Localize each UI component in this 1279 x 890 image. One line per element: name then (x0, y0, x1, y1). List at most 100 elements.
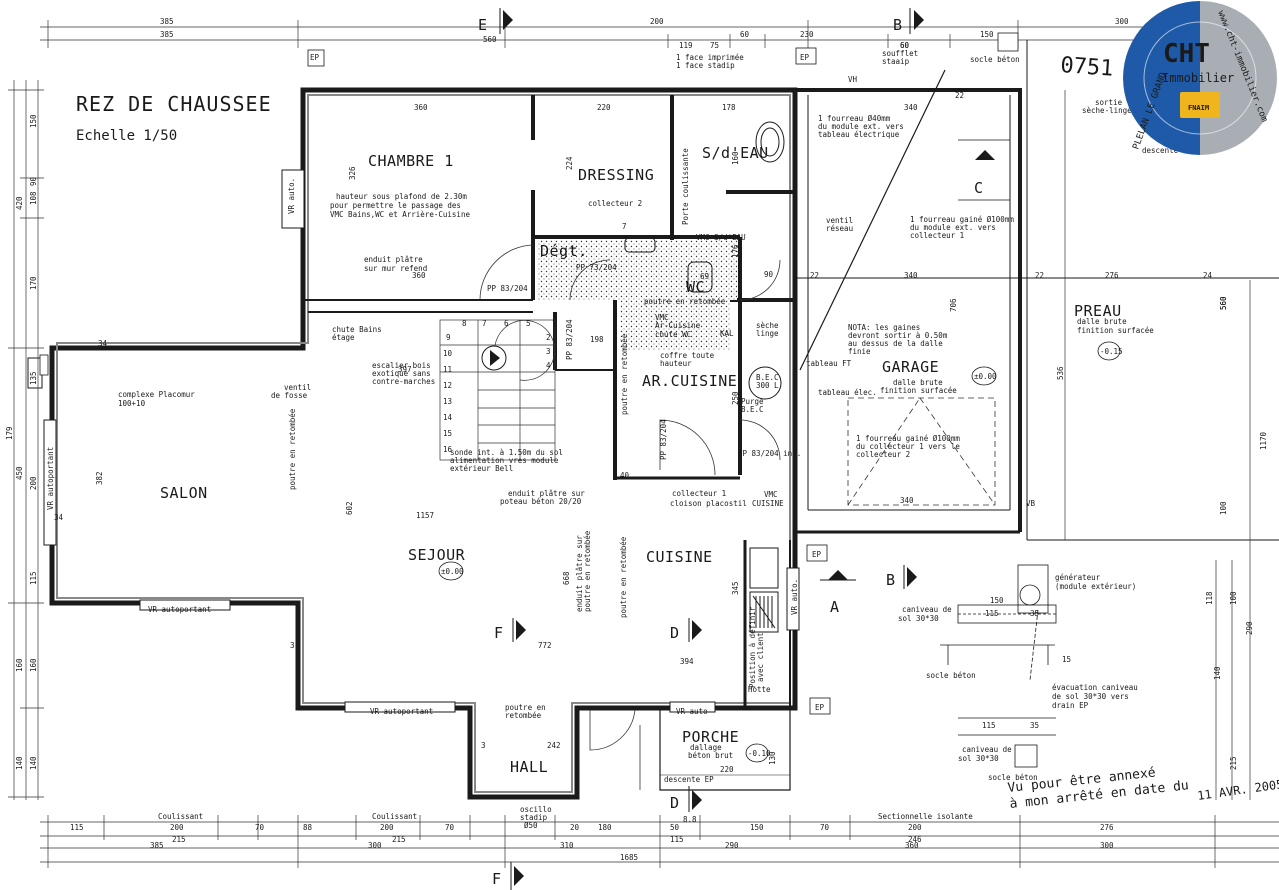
svg-text:3: 3 (546, 347, 551, 356)
dim-top-e: 560 (483, 35, 497, 44)
svg-text:1 face imprimée: 1 face imprimée (676, 53, 744, 62)
svg-text:stadip: stadip (520, 813, 548, 822)
svg-text:35: 35 (1030, 721, 1039, 730)
svg-text:±0.00: ±0.00 (441, 567, 464, 576)
svg-text:11: 11 (443, 365, 452, 374)
svg-text:PP 83/204: PP 83/204 (659, 419, 668, 460)
room-sejour: SEJOUR (408, 546, 466, 564)
dim-bottom-q: 290 (725, 841, 739, 850)
svg-text:ventil: ventil (284, 383, 311, 392)
dim-bottom-w: 8.8 (683, 815, 697, 824)
dim-bottom-o: 300 (368, 841, 382, 850)
svg-text:générateur: générateur (1055, 573, 1101, 582)
svg-text:hauteur sous plafond de 2.30m: hauteur sous plafond de 2.30m (336, 192, 467, 201)
svg-text:sol 30*30: sol 30*30 (898, 614, 939, 623)
svg-text:150: 150 (29, 114, 38, 128)
dim-bottom-k: 276 (1100, 823, 1114, 832)
svg-text:B.E.C: B.E.C (756, 373, 779, 382)
svg-text:EP: EP (310, 53, 320, 62)
svg-text:69: 69 (700, 272, 709, 281)
level-markers: ±0.00 ±0.00 -0.15 -0.10 (438, 341, 1123, 763)
svg-text:560: 560 (1219, 296, 1228, 310)
left-dimensions: 150 108 90 170 420 135 450 200 115 160 1… (5, 114, 38, 770)
section-mark-c: C (958, 139, 1011, 201)
dim-bottom-d: 88 (303, 823, 313, 832)
svg-text:EP: EP (812, 550, 822, 559)
bottom-dimension-lines (40, 815, 1279, 868)
svg-text:300 L: 300 L (756, 381, 779, 390)
svg-text:PP 73/204: PP 73/204 (576, 263, 617, 272)
svg-text:13: 13 (443, 397, 452, 406)
svg-text:115: 115 (982, 721, 996, 730)
svg-text:1 fourreau gainé Ø100mm: 1 fourreau gainé Ø100mm (910, 215, 1014, 224)
svg-text:collecteur 1: collecteur 1 (910, 231, 964, 240)
svg-text:360: 360 (414, 103, 428, 112)
room-arcuisine: AR.CUISINE (642, 372, 737, 390)
svg-text:évacuation caniveau: évacuation caniveau (1052, 683, 1138, 692)
svg-text:14: 14 (443, 413, 453, 422)
svg-text:alimentation vres module: alimentation vres module (450, 456, 559, 465)
dim-top-d: 385 (160, 30, 174, 39)
room-salon: SALON (160, 484, 208, 502)
svg-text:34: 34 (98, 339, 108, 348)
svg-text:397: 397 (398, 365, 412, 374)
svg-text:VMC: VMC (655, 313, 669, 322)
svg-text:4: 4 (546, 361, 551, 370)
external-equipment (940, 564, 1057, 768)
svg-text:hauteur: hauteur (660, 359, 692, 368)
wc-floor (620, 300, 730, 350)
svg-text:béton brut: béton brut (688, 751, 733, 760)
svg-text:11 AVR. 2005: 11 AVR. 2005 (1196, 777, 1279, 803)
dim-top-i: 150 (980, 30, 994, 39)
dim-bottom-j: 200 (908, 823, 922, 832)
svg-text:B.E.C: B.E.C (741, 405, 764, 414)
svg-text:sèche: sèche (756, 321, 779, 330)
exterior-walls (49, 87, 798, 800)
svg-text:130: 130 (768, 751, 777, 765)
svg-text:3: 3 (290, 641, 295, 650)
svg-text:560: 560 (1219, 296, 1228, 310)
svg-text:escalier bois: escalier bois (372, 361, 431, 370)
left-dimension-lines (8, 80, 44, 800)
room-cuisine: CUISINE (646, 548, 713, 566)
svg-text:du module ext. vers: du module ext. vers (910, 223, 996, 232)
dim-top-b: 200 (650, 17, 664, 26)
degt-floor (537, 240, 737, 300)
svg-text:12: 12 (443, 381, 452, 390)
svg-text:-0.10: -0.10 (748, 749, 771, 758)
svg-text:772: 772 (538, 641, 552, 650)
svg-text:de sol 30*30 vers: de sol 30*30 vers (1052, 692, 1129, 701)
dim-bottom-a: 115 (70, 823, 84, 832)
svg-text:15: 15 (1062, 655, 1071, 664)
svg-text:170: 170 (29, 276, 38, 290)
svg-text:140: 140 (15, 756, 24, 770)
section-mark-e-top: E (478, 8, 513, 34)
svg-text:D: D (670, 624, 680, 642)
svg-text:devront sortir à 0.50m: devront sortir à 0.50m (848, 331, 948, 340)
dim-top-c: 300 (1115, 17, 1129, 26)
kitchen-fixtures (749, 547, 779, 633)
svg-text:EP: EP (815, 703, 825, 712)
svg-text:326: 326 (348, 166, 357, 180)
svg-text:382: 382 (95, 471, 104, 485)
svg-text:1 face stadip: 1 face stadip (676, 61, 735, 70)
svg-text:602: 602 (345, 501, 354, 515)
svg-text:-0.15: -0.15 (1100, 347, 1123, 356)
svg-text:150: 150 (990, 596, 1004, 605)
porche-outline (659, 710, 791, 791)
svg-text:224: 224 (565, 156, 574, 170)
dim-top-g: 230 (800, 30, 814, 39)
svg-text:Ø50: Ø50 (524, 821, 538, 830)
water-heater-icon (748, 366, 782, 400)
room-wc: WC (686, 278, 705, 296)
svg-text:178: 178 (722, 103, 736, 112)
dim-bottom-c: 70 (255, 823, 265, 832)
svg-text:cloison placostil: cloison placostil (670, 499, 747, 508)
svg-text:exotique sans: exotique sans (372, 369, 431, 378)
ep-boxes (39, 32, 1019, 715)
svg-text:10: 10 (443, 349, 453, 358)
fourreau-line (799, 69, 946, 371)
svg-text:C: C (974, 179, 984, 197)
dim-bottom-i: 70 (820, 823, 830, 832)
right-dimensions: 1170 100 560 290 140 215 100 118 (1205, 296, 1268, 770)
